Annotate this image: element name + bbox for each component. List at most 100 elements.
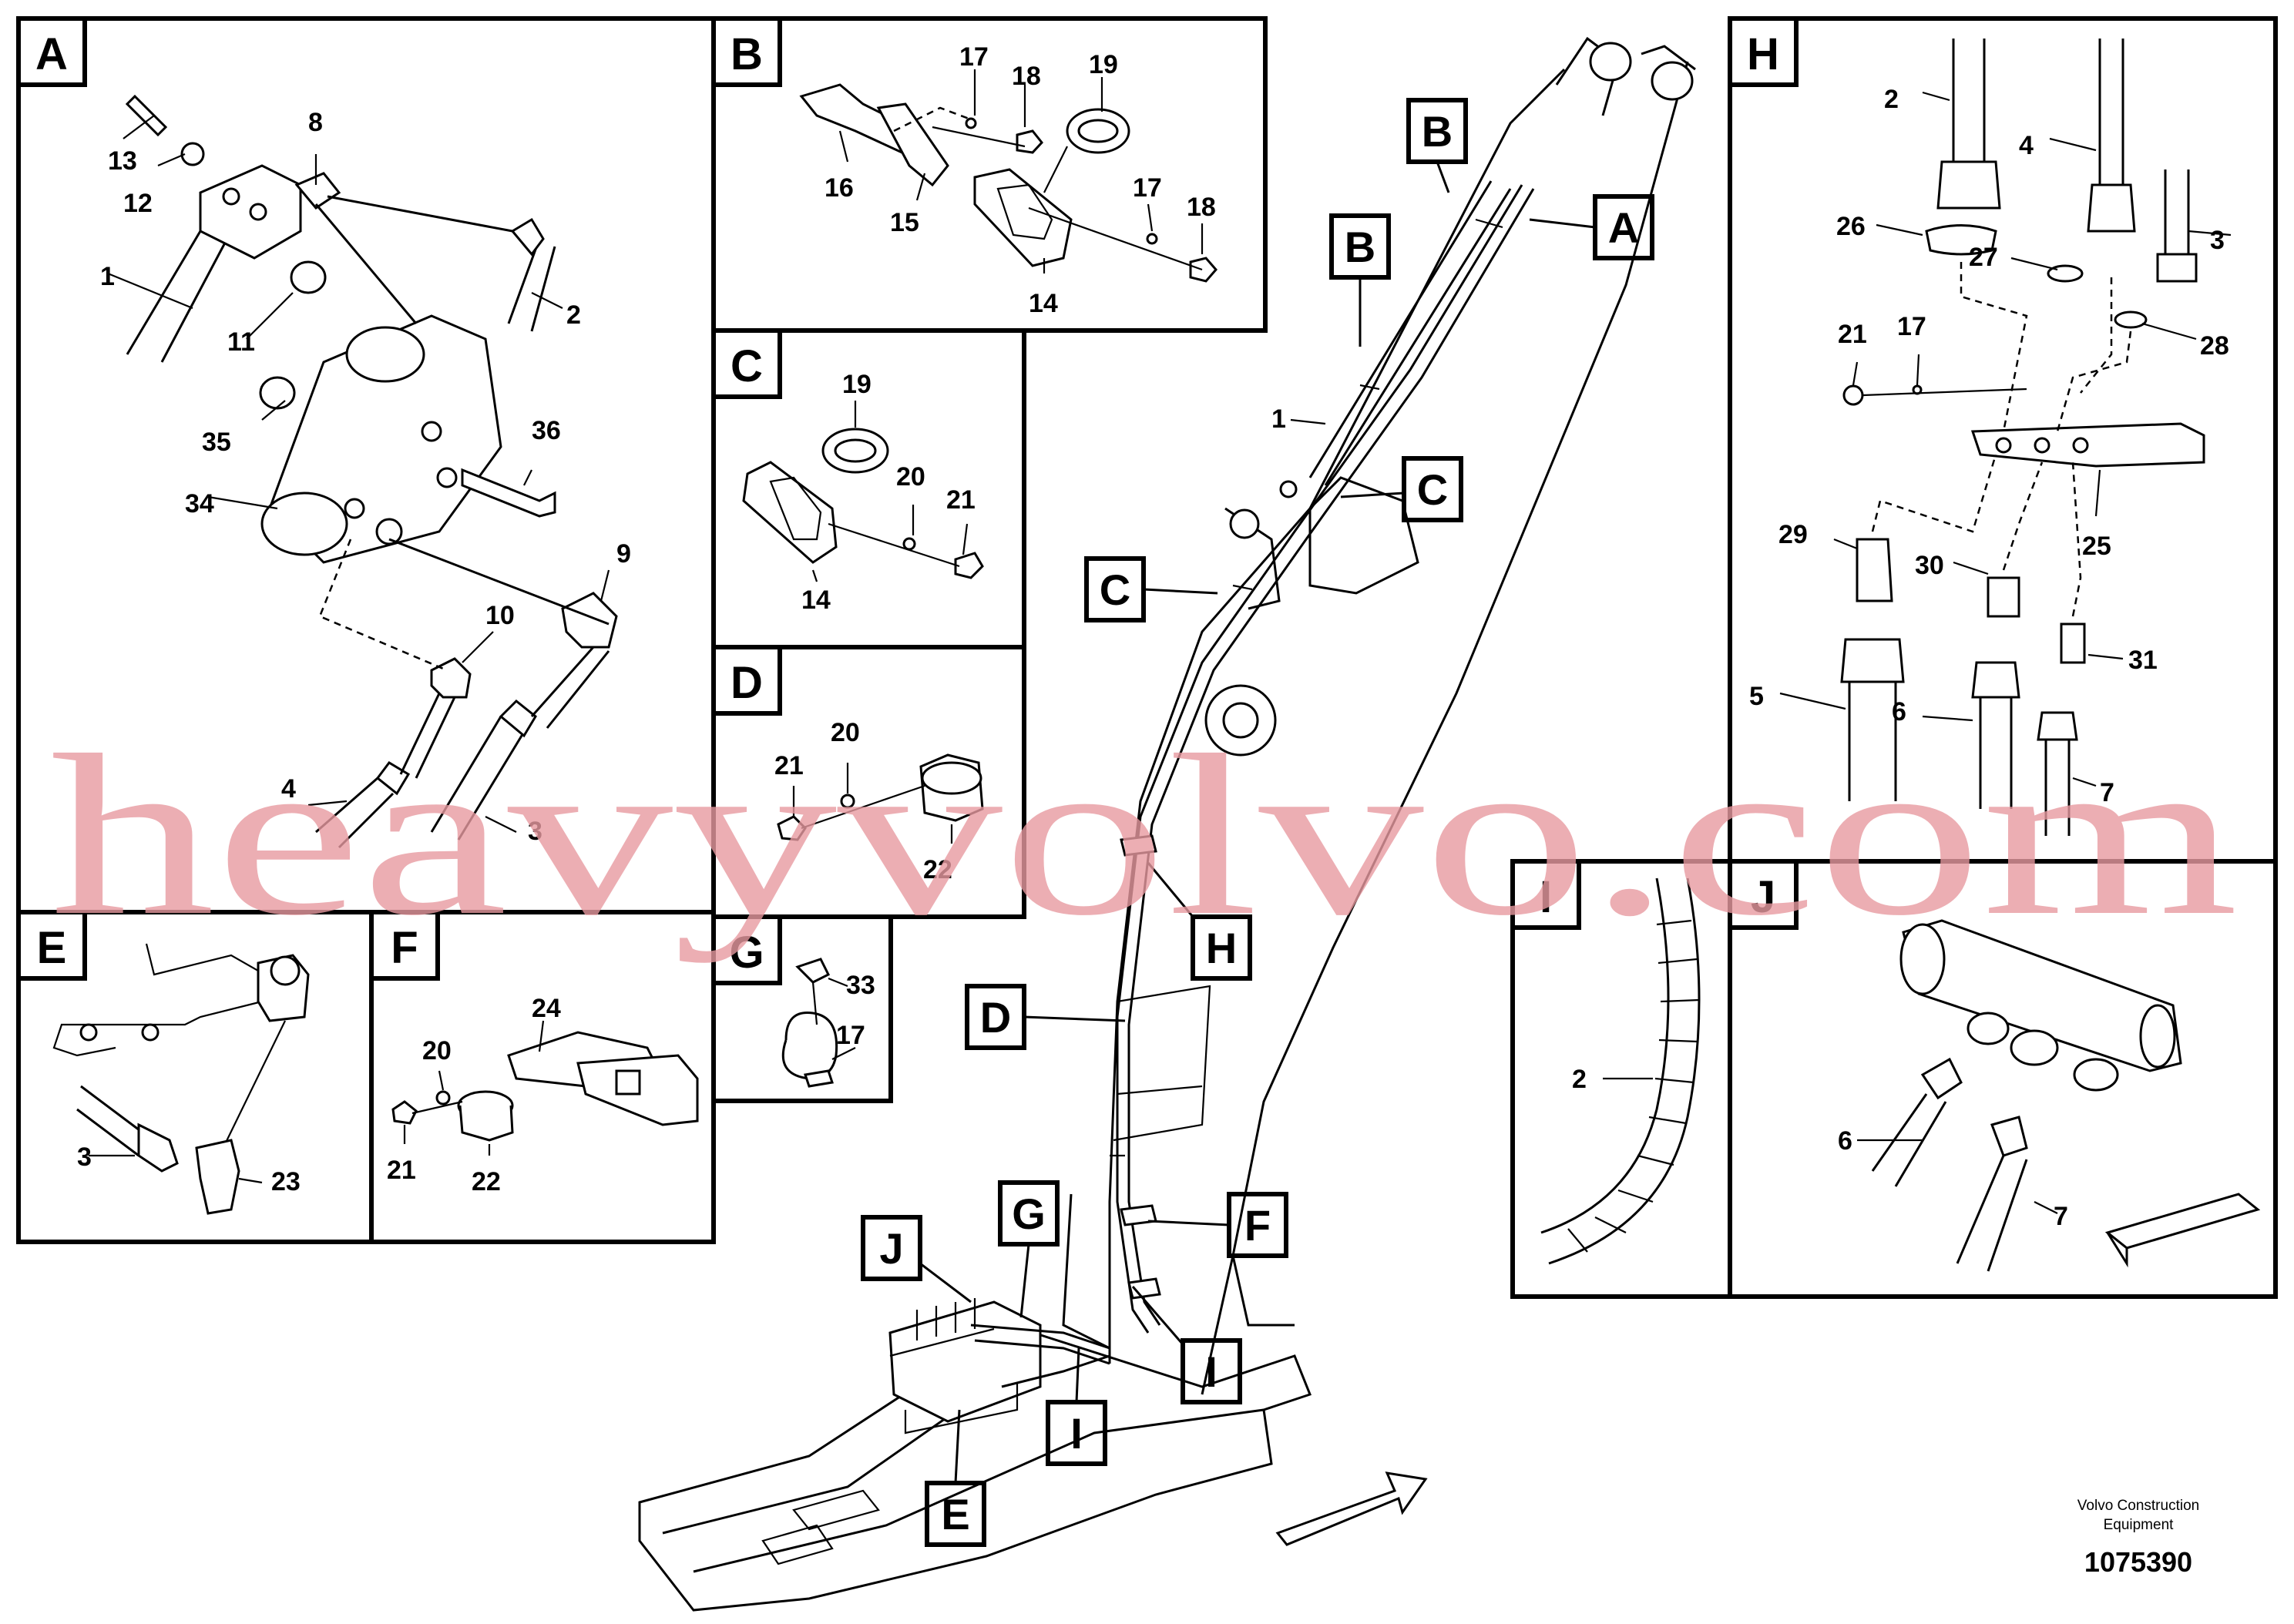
callout-23: 23 <box>271 1167 301 1196</box>
callout-19: 19 <box>842 370 872 399</box>
panel-a-label: A <box>35 29 68 79</box>
panel-d-label: D <box>731 658 763 708</box>
panel-a: A <box>16 16 716 914</box>
callout-2: 2 <box>1884 85 1899 114</box>
panel-e-callouts: 3 23 <box>77 1143 301 1196</box>
callout-13: 13 <box>108 146 137 176</box>
callout-1: 1 <box>100 262 115 291</box>
callout-31: 31 <box>2128 646 2158 675</box>
main-callout-f: F <box>1244 1201 1271 1250</box>
callout-17: 17 <box>1897 312 1926 341</box>
callout-26: 26 <box>1836 212 1866 241</box>
callout-30: 30 <box>1915 551 1944 580</box>
callout-7: 7 <box>2100 778 2114 807</box>
callout-10: 10 <box>485 601 515 630</box>
panel-g: G 33 17 <box>711 914 893 1103</box>
callout-3: 3 <box>77 1143 92 1172</box>
main-callout-b1: B <box>1422 107 1453 156</box>
callout-3: 3 <box>2210 226 2225 255</box>
callout-25: 25 <box>2082 532 2111 561</box>
callout-6: 6 <box>1892 697 1906 726</box>
callout-9: 9 <box>616 539 631 569</box>
panel-b-callouts: 17 18 19 16 15 17 18 14 <box>825 42 1216 318</box>
main-callout-e: E <box>941 1490 969 1538</box>
panel-f-callouts: 24 20 21 22 <box>387 994 561 1196</box>
panel-c-label: C <box>731 341 763 391</box>
footer-drawing-number: 1075390 <box>2084 1546 2192 1578</box>
callout-14: 14 <box>801 586 831 615</box>
callout-21: 21 <box>946 485 976 515</box>
callout-6: 6 <box>1838 1126 1852 1156</box>
main-callout-a: A <box>1608 203 1639 252</box>
footer: Volvo Construction Equipment 1075390 <box>2077 1498 2199 1578</box>
callout-4: 4 <box>281 774 296 804</box>
callout-21: 21 <box>387 1156 416 1185</box>
panel-g-label: G <box>729 928 764 978</box>
panel-c: C 19 20 21 14 <box>711 328 1026 649</box>
main-callout-i1: I <box>1205 1347 1218 1396</box>
main-callout-h: H <box>1206 924 1237 972</box>
panel-g-callouts: 33 17 <box>836 971 875 1050</box>
callout-28: 28 <box>2200 331 2229 361</box>
panel-f-label: F <box>391 923 418 973</box>
callout-11: 11 <box>227 327 255 357</box>
callout-4: 4 <box>2019 131 2034 160</box>
main-callouts: B A B 1 C C H D G J <box>861 98 1654 1547</box>
panel-j-label: J <box>1751 872 1775 922</box>
panel-f: F 24 20 21 22 <box>369 910 716 1244</box>
callout-18: 18 <box>1012 62 1041 91</box>
main-callout-1: 1 <box>1271 404 1286 434</box>
panel-i-callouts: 2 <box>1572 1065 1587 1094</box>
callout-19: 19 <box>1089 50 1118 79</box>
callout-7: 7 <box>2054 1202 2068 1231</box>
callout-36: 36 <box>532 416 561 445</box>
callout-18b: 18 <box>1187 193 1216 222</box>
main-callout-d: D <box>980 993 1011 1042</box>
panel-b-label: B <box>731 29 763 79</box>
main-callout-j: J <box>879 1224 903 1273</box>
callout-33: 33 <box>846 971 875 1000</box>
callout-20: 20 <box>422 1036 452 1065</box>
watermark-text: heavyvolvo.com <box>50 707 2239 964</box>
footer-company-line1: Volvo Construction <box>2077 1498 2199 1514</box>
callout-21: 21 <box>1838 320 1867 349</box>
callout-20: 20 <box>896 462 925 492</box>
panel-j: J 6 7 <box>1728 859 2278 1299</box>
callout-27: 27 <box>1969 243 1998 272</box>
callout-21: 21 <box>774 751 804 780</box>
callout-15: 15 <box>890 208 919 237</box>
panel-h-label: H <box>1747 29 1779 79</box>
callout-14: 14 <box>1029 289 1058 318</box>
callout-34: 34 <box>185 489 214 518</box>
callout-20: 20 <box>831 718 860 747</box>
main-boom-view: B A B 1 C C H D G J <box>638 36 1696 1612</box>
callout-17: 17 <box>959 42 989 72</box>
panel-h-callouts: 2 4 3 26 27 21 17 28 25 29 30 31 5 6 7 <box>1749 85 2229 807</box>
panel-j-callouts: 6 7 <box>1838 1126 2068 1231</box>
panel-d-callouts: 21 20 22 <box>774 718 952 884</box>
callout-17b: 17 <box>1133 173 1162 203</box>
panel-c-callouts: 19 20 21 14 <box>801 370 976 615</box>
callout-17: 17 <box>836 1021 865 1050</box>
callout-22: 22 <box>923 855 952 884</box>
panel-e-label: E <box>37 923 67 973</box>
callout-8: 8 <box>308 108 323 137</box>
main-callout-b2: B <box>1345 223 1375 271</box>
panel-i: I 2 <box>1510 859 1732 1299</box>
panel-i-label: I <box>1540 872 1552 922</box>
callout-24: 24 <box>532 994 561 1023</box>
main-callout-g: G <box>1012 1189 1046 1238</box>
main-callout-c2: C <box>1100 565 1130 614</box>
callout-29: 29 <box>1778 520 1808 549</box>
main-callout-c1: C <box>1417 465 1448 514</box>
callout-22: 22 <box>472 1167 501 1196</box>
callout-2: 2 <box>566 300 581 330</box>
callout-2: 2 <box>1572 1065 1587 1094</box>
callout-35: 35 <box>202 428 231 457</box>
panel-b: B 17 18 19 16 15 17 18 14 <box>711 16 1268 333</box>
callout-3: 3 <box>528 817 542 846</box>
callout-5: 5 <box>1749 682 1764 711</box>
footer-company-line2: Equipment <box>2104 1517 2175 1533</box>
panel-a-callouts: 13 12 8 1 11 2 35 36 34 9 10 4 3 <box>100 108 631 846</box>
